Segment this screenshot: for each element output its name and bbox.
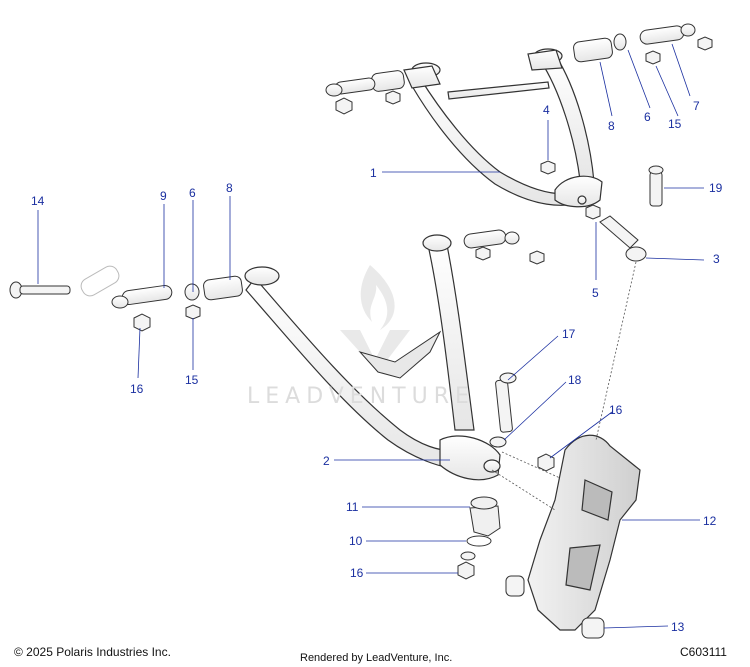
lower-a-arm[interactable] xyxy=(244,234,501,481)
callout-15-top[interactable]: 15 xyxy=(668,117,682,131)
callout-17[interactable]: 17 xyxy=(562,327,576,341)
callout-6-left[interactable]: 6 xyxy=(189,186,196,200)
callout-19[interactable]: 19 xyxy=(709,181,723,195)
callout-1[interactable]: 1 xyxy=(370,166,377,180)
bolt-19[interactable] xyxy=(648,165,664,207)
callout-8-left[interactable]: 8 xyxy=(226,181,233,195)
upper-bushings[interactable] xyxy=(325,23,696,97)
lower-arm-gusset xyxy=(358,330,442,379)
ghost-bushing xyxy=(80,265,120,297)
watermark-text: LEADVENTURE xyxy=(247,384,475,409)
bolt-14[interactable] xyxy=(9,281,71,299)
upper-nuts[interactable] xyxy=(335,36,713,220)
lower-nuts[interactable] xyxy=(133,246,555,472)
ball-joint[interactable] xyxy=(469,496,501,537)
upper-a-arm[interactable] xyxy=(403,48,603,208)
nut-16-lower[interactable] xyxy=(457,561,475,580)
callout-15-left[interactable]: 15 xyxy=(185,373,199,387)
callout-6-top[interactable]: 6 xyxy=(644,110,651,124)
callout-2[interactable]: 2 xyxy=(323,454,330,468)
callout-4[interactable]: 4 xyxy=(543,103,550,117)
washer-18[interactable] xyxy=(489,436,507,448)
callout-8-top[interactable]: 8 xyxy=(608,119,615,133)
callout-16-right[interactable]: 16 xyxy=(609,403,623,417)
callout-9[interactable]: 9 xyxy=(160,189,167,203)
callout-14[interactable]: 14 xyxy=(31,194,45,208)
lower-bushings[interactable] xyxy=(111,229,520,309)
callout-5[interactable]: 5 xyxy=(592,286,599,300)
retaining-ring[interactable] xyxy=(466,535,492,547)
callout-10[interactable]: 10 xyxy=(349,534,363,548)
callout-3[interactable]: 3 xyxy=(713,252,720,266)
watermark-logo xyxy=(340,265,410,372)
bolt-17[interactable] xyxy=(495,372,517,433)
assembly-lines xyxy=(491,261,637,511)
figure-code: C603111 xyxy=(680,645,727,659)
washer[interactable] xyxy=(460,551,476,561)
callout-12[interactable]: 12 xyxy=(703,514,717,528)
callout-18[interactable]: 18 xyxy=(568,373,582,387)
tie-rod-end[interactable] xyxy=(599,215,647,262)
callout-13[interactable]: 13 xyxy=(671,620,685,634)
callout-16-bottom[interactable]: 16 xyxy=(350,566,364,580)
knuckle-bushings[interactable] xyxy=(505,575,605,639)
steering-knuckle[interactable] xyxy=(527,434,641,631)
callout-16-left[interactable]: 16 xyxy=(130,382,144,396)
callout-11[interactable]: 11 xyxy=(346,500,359,514)
rendered-by-text: Rendered by LeadVenture, Inc. xyxy=(300,652,453,664)
leader-lines xyxy=(37,43,705,629)
copyright-text: © 2025 Polaris Industries Inc. xyxy=(14,645,171,659)
callout-7[interactable]: 7 xyxy=(693,99,700,113)
